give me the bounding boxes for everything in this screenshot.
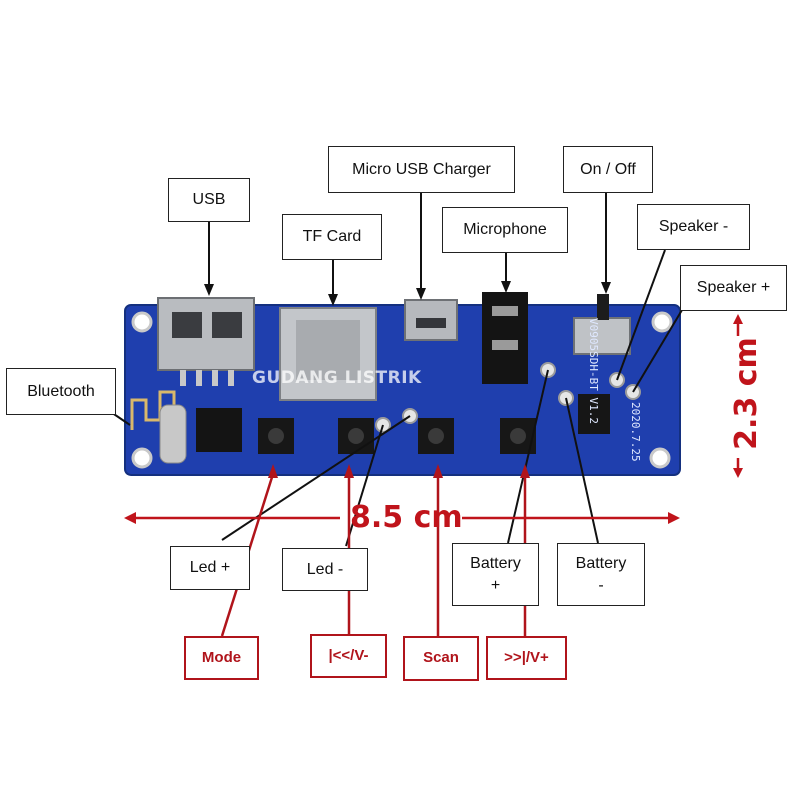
mounting-hole [649,447,671,469]
board-date-text: 2020.7.25 [629,402,642,462]
speaker-plus-label: Speaker + [680,265,787,311]
on-off-label: On / Off [563,146,653,193]
usb-label: USB [168,178,250,222]
height-dimension: 2.3 cm [728,337,764,450]
battery-plus-label: Battery + [452,543,539,606]
microphone-label: Microphone [442,207,568,253]
battery-plus-label-line2: + [490,576,501,594]
mode-tactile-button [258,418,294,454]
prev-tactile-button [338,418,374,454]
bluetooth-label: Bluetooth [6,368,116,415]
antenna-trace [130,390,176,430]
mounting-hole [131,447,153,469]
pointer-lines [101,193,686,547]
micro-usb-charger-label: Micro USB Charger [328,146,515,193]
scan-tactile-button [418,418,454,454]
speaker-minus-label: Speaker - [637,204,750,250]
led-minus-label: Led - [282,548,368,591]
amp-chip [578,394,610,434]
mounting-hole [651,311,673,333]
slide-switch [573,317,631,355]
led-plus-label: Led + [170,546,250,590]
watermark-text: GUDANG LISTRIK [252,368,422,388]
scan-button-label: Scan [403,636,479,681]
battery-minus-label: Battery - [557,543,645,606]
dimension-arrows [124,314,743,524]
width-dimension: 8.5 cm [350,500,463,535]
battery-minus-label-line1: Battery [575,554,627,572]
next-vol-up-button-label: >>|/V+ [486,636,567,680]
board-model-text: V0905SDH-BT V1.2 [587,318,600,424]
tf-card-label: TF Card [282,214,382,260]
prev-vol-down-button-label: |<</V- [310,634,387,678]
main-chip [196,408,242,452]
battery-plus-label-line1: Battery [470,554,521,572]
crystal [159,404,187,464]
switch-lever [597,294,609,320]
mode-button-label: Mode [184,636,259,680]
mounting-hole [131,311,153,333]
audio-jack [482,292,528,384]
battery-minus-label-line2: - [598,576,604,594]
